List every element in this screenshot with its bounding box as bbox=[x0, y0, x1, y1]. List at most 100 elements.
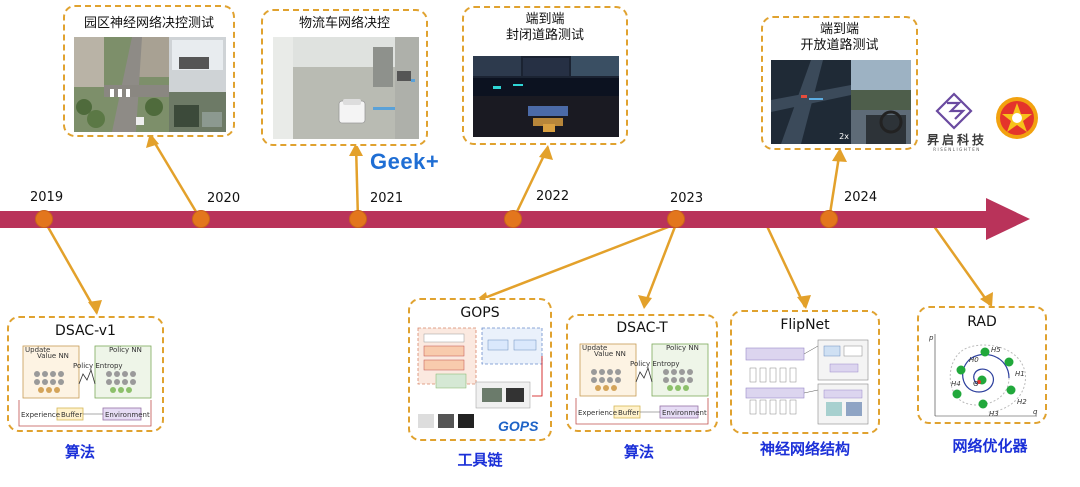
dsac-v1-schematic bbox=[18, 345, 152, 427]
logistics-title: 物流车网络决控 bbox=[298, 16, 390, 31]
caption-toolchain: 工具链 bbox=[457, 451, 503, 469]
timeline-dot-2023 bbox=[667, 210, 685, 228]
closed-road-title-line2: 封闭道路测试 bbox=[505, 28, 584, 43]
dsac-t-update-left: Update bbox=[582, 344, 608, 352]
open-road-photo: 2x bbox=[771, 60, 911, 144]
open-road-title-line1: 端到端 bbox=[819, 22, 859, 37]
connector-2020-campus bbox=[148, 134, 203, 221]
timeline-bar bbox=[0, 211, 988, 228]
dsac-t-title: DSAC-T bbox=[616, 320, 668, 336]
risenlighten-logo: 昇启科技 RISENLIGHTEN bbox=[922, 92, 992, 154]
risenlighten-en: RISENLIGHTEN bbox=[933, 147, 981, 152]
dsac-v1-value-nn: Value NN bbox=[37, 352, 69, 360]
campus-aerial-image bbox=[74, 37, 226, 132]
geek-logo: Geek+ bbox=[370, 149, 440, 174]
dsac-t-policy-nn: Policy NN bbox=[666, 344, 699, 352]
connector-2019-dsacv1 bbox=[42, 219, 99, 314]
year-label: 2023 bbox=[670, 191, 704, 206]
year-label: 2019 bbox=[30, 190, 64, 205]
closed-road-photo bbox=[473, 56, 619, 137]
closed-road-box: 端到端 封闭道路测试 bbox=[462, 6, 628, 145]
closed-road-title-line1: 端到端 bbox=[525, 12, 565, 27]
dsac-t-schematic bbox=[575, 343, 709, 425]
rad-label-h5: H5 bbox=[991, 346, 1001, 354]
dsac-v1-experience: Experience bbox=[21, 411, 61, 419]
campus-test-photo bbox=[74, 37, 226, 132]
dsac-v1-diagram: Update Value NN Policy NN Policy Entropy… bbox=[17, 344, 157, 428]
dsac-t-environment: Environment bbox=[662, 409, 707, 417]
rad-diagram: p q H0 H1 H2 H3 H4 H5 Θ bbox=[929, 332, 1041, 420]
dsac-v1-policy-entropy: Policy Entropy bbox=[73, 362, 123, 370]
dsac-v1-update-left: Update bbox=[25, 346, 51, 354]
dsac-t-policy-entropy: Policy Entropy bbox=[630, 360, 680, 368]
open-road-title-line2: 开放道路测试 bbox=[800, 38, 879, 53]
rad-label-h4: H4 bbox=[951, 380, 961, 388]
flipnet-box: FlipNet bbox=[730, 310, 880, 434]
rad-title: RAD bbox=[967, 314, 997, 330]
dsac-t-box: DSAC-T Update Value NN Policy NN Policy … bbox=[566, 314, 718, 432]
arrowhead bbox=[638, 295, 652, 309]
connector-2024-open bbox=[827, 149, 842, 221]
arrowhead bbox=[797, 295, 811, 309]
arrowhead bbox=[88, 300, 102, 315]
dsac-v1-box: DSAC-v1 Update Value NN Policy NN Policy… bbox=[7, 316, 164, 432]
connector-2023-dsact bbox=[642, 223, 678, 308]
open-road-speed-label: 2x bbox=[839, 132, 849, 141]
dsac-v1-policy-nn: Policy NN bbox=[109, 346, 142, 354]
arrowhead bbox=[539, 145, 553, 160]
arrowhead bbox=[832, 148, 847, 162]
caption-network-optimizer: 网络优化器 bbox=[952, 437, 1028, 455]
campus-test-box: 园区神经网络决控测试 bbox=[63, 5, 235, 137]
caption-network-structure: 神经网络结构 bbox=[759, 440, 850, 458]
timeline-dot-2024 bbox=[820, 210, 838, 228]
connector-2022-closed bbox=[511, 146, 550, 221]
gops-logo: GOPS bbox=[498, 418, 539, 434]
timeline-dot-2021 bbox=[349, 210, 367, 228]
university-emblem-icon bbox=[996, 97, 1038, 139]
year-label: 2021 bbox=[370, 191, 404, 206]
timeline-dot-2020 bbox=[192, 210, 210, 228]
warehouse-robot-image bbox=[273, 37, 419, 139]
risenlighten-cn: 昇启科技 bbox=[926, 133, 987, 147]
connector-flipnet bbox=[764, 223, 807, 308]
year-label: 2020 bbox=[207, 191, 241, 206]
dsac-v1-title: DSAC-v1 bbox=[55, 323, 116, 339]
gops-diagram: GOPS bbox=[416, 326, 546, 434]
gops-framework-image bbox=[417, 327, 543, 428]
timeline-arrowhead bbox=[986, 198, 1030, 240]
year-label: 2022 bbox=[536, 189, 570, 204]
logistics-photo bbox=[273, 37, 419, 139]
year-label: 2024 bbox=[844, 190, 878, 205]
open-road-box: 端到端 开放道路测试 2x bbox=[761, 16, 918, 150]
dsac-t-value-nn: Value NN bbox=[594, 350, 626, 358]
rad-label-h3: H3 bbox=[989, 410, 999, 418]
flipnet-architecture-image bbox=[745, 339, 869, 425]
dsac-t-experience: Experience bbox=[578, 409, 618, 417]
gops-box: GOPS GOPS bbox=[408, 298, 552, 441]
connector-lines bbox=[42, 134, 992, 314]
rad-phase-space-plot bbox=[934, 334, 1037, 417]
gops-title: GOPS bbox=[460, 305, 500, 321]
risenlighten-emblem-icon bbox=[935, 92, 973, 130]
campus-test-title: 园区神经网络决控测试 bbox=[83, 16, 214, 31]
dsac-t-diagram: Update Value NN Policy NN Policy Entropy… bbox=[574, 342, 714, 426]
dsac-v1-environment: Environment bbox=[105, 411, 150, 419]
rad-xaxis-label: q bbox=[1033, 408, 1038, 416]
rad-origin-label: Θ bbox=[973, 380, 979, 388]
connector-2023-gops bbox=[473, 222, 677, 304]
night-road-image bbox=[473, 56, 619, 137]
timeline-dot-2022 bbox=[504, 210, 522, 228]
connector-2021-logistics bbox=[354, 144, 360, 221]
rad-box: RAD p q H0 H1 H2 H3 H4 H5 Θ bbox=[917, 306, 1047, 424]
logistics-box: 物流车网络决控 bbox=[261, 9, 428, 146]
arrowhead bbox=[349, 143, 363, 156]
connector-rad bbox=[929, 221, 992, 306]
dsac-t-buffer: Buffer bbox=[618, 409, 640, 417]
arrowhead bbox=[980, 292, 993, 307]
rad-yaxis-label: p bbox=[929, 334, 934, 342]
timeline-dot-2019 bbox=[35, 210, 53, 228]
rad-label-h1: H1 bbox=[1015, 370, 1025, 378]
flipnet-title: FlipNet bbox=[780, 317, 830, 333]
caption-algorithm-1: 算法 bbox=[64, 443, 95, 461]
